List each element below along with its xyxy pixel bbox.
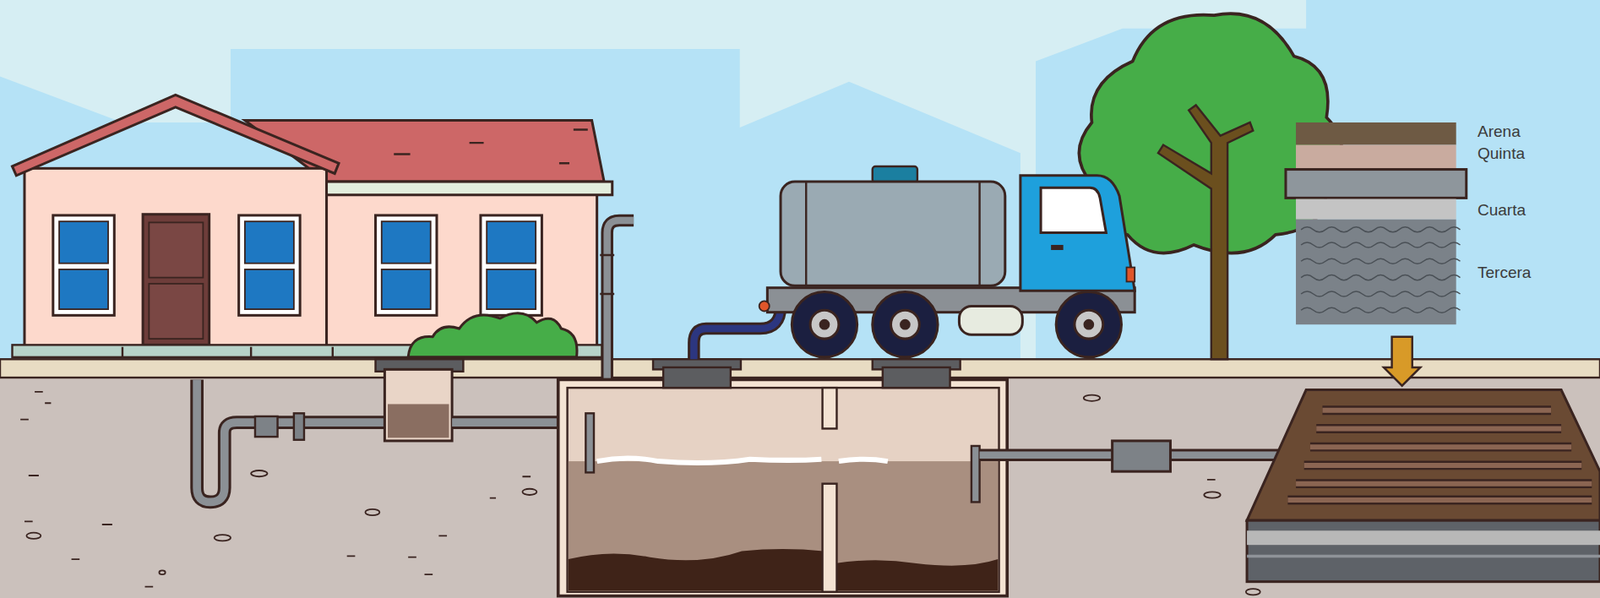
layer-label: Arena (1477, 123, 1521, 140)
layer-label: Tercera (1477, 264, 1531, 281)
layer-label: Quinta (1477, 145, 1525, 162)
layer-label: Cuarta (1477, 201, 1526, 218)
